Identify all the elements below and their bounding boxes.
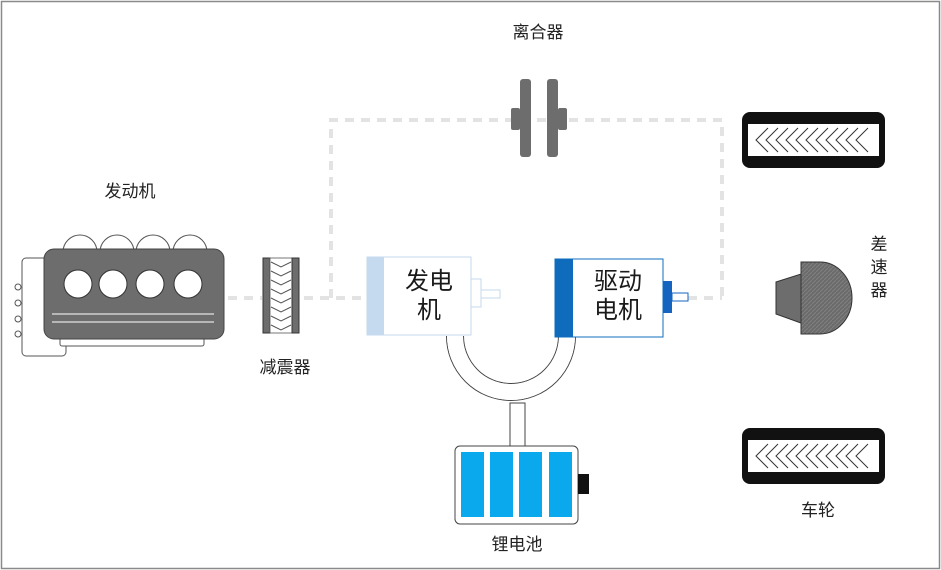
differential-icon: [775, 261, 853, 335]
engine-icon: [14, 234, 225, 357]
generator-label-line2: 机: [417, 296, 441, 324]
engine-label: 发动机: [105, 182, 156, 202]
motor-label-line2: 电机: [594, 296, 642, 324]
damper-label: 减震器: [260, 358, 311, 378]
differential-label-line2: 速: [871, 258, 888, 278]
generator-icon: [366, 256, 501, 336]
differential-label-line3: 器: [871, 281, 888, 301]
clutch-icon: [511, 79, 567, 157]
clutch-label: 离合器: [513, 23, 564, 43]
differential-label-line1: 差: [871, 235, 888, 255]
wheel-label: 车轮: [801, 501, 835, 521]
power-cable: [446, 335, 576, 448]
wheel-top-icon: [742, 112, 885, 168]
motor-label-line1: 驱动: [594, 267, 642, 295]
generator-label-line1: 发电: [405, 267, 453, 295]
drive-motor-icon: [554, 258, 689, 338]
battery-label: 锂电池: [492, 535, 543, 555]
battery-icon: [454, 445, 589, 525]
damper-icon: [262, 257, 300, 334]
wheel-bottom-icon: [742, 428, 885, 484]
